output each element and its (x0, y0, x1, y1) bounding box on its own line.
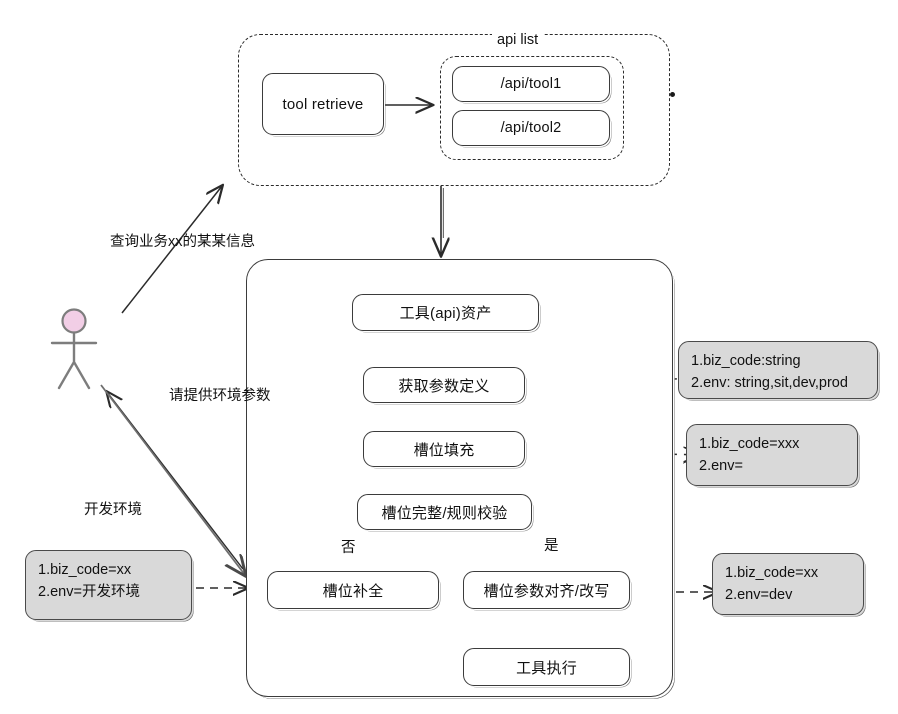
step-slot-align-rewrite[interactable]: 槽位参数对齐/改写 (463, 571, 630, 609)
step-tool-asset[interactable]: 工具(api)资产 (352, 294, 539, 331)
tool-retrieve-box[interactable]: tool retrieve (262, 73, 384, 135)
step-slot-filling[interactable]: 槽位填充 (363, 431, 525, 467)
api-item-tool1-label: /api/tool1 (500, 76, 562, 92)
slot-filling-note-line1: 1.biz_code=xxx (699, 436, 800, 452)
aligned-params-note: 1.biz_code=xx 2.env=dev (712, 553, 864, 615)
step-slot-validation[interactable]: 槽位完整/规则校验 (357, 494, 532, 530)
edge-label-query: 查询业务xx的某某信息 (110, 234, 255, 250)
param-definition-note-line2: 2.env: string,sit,dev,prod (691, 374, 848, 391)
branch-label-yes: 是 (544, 538, 559, 554)
tool-execution-panel (246, 259, 673, 697)
branch-label-no: 否 (341, 540, 356, 556)
step-tool-execution[interactable]: 工具执行 (463, 648, 630, 686)
api-item-tool1[interactable]: /api/tool1 (452, 66, 610, 102)
user-actor-icon (50, 308, 98, 390)
step-slot-completion-label: 槽位补全 (322, 582, 384, 600)
edge-label-dev-env: 开发环境 (84, 502, 142, 518)
step-get-param-def[interactable]: 获取参数定义 (363, 367, 525, 403)
step-slot-align-rewrite-label: 槽位参数对齐/改写 (483, 582, 610, 600)
aligned-params-note-line2: 2.env=dev (725, 586, 793, 603)
aligned-params-note-line1: 1.biz_code=xx (725, 565, 819, 581)
arrow-group-to-panel (441, 186, 443, 255)
api-item-tool2[interactable]: /api/tool2 (452, 110, 610, 146)
user-input-note: 1.biz_code=xx 2.env=开发环境 (25, 550, 192, 620)
api-list-box (440, 56, 624, 160)
step-slot-validation-label: 槽位完整/规则校验 (381, 504, 508, 522)
param-definition-note-line1: 1.biz_code:string (691, 353, 801, 369)
api-list-label: api list (492, 32, 544, 48)
step-slot-filling-label: 槽位填充 (413, 441, 475, 459)
slot-filling-note-line2: 2.env= (699, 457, 743, 474)
step-tool-execution-label: 工具执行 (516, 659, 577, 677)
param-definition-note: 1.biz_code:string 2.env: string,sit,dev,… (678, 341, 878, 399)
arrow-user-query (121, 186, 222, 314)
user-input-note-line2: 2.env=开发环境 (38, 583, 140, 600)
tool-retrieve-group (238, 34, 670, 186)
step-tool-asset-label: 工具(api)资产 (399, 305, 492, 322)
edge-label-ask-env: 请提供环境参数 (169, 388, 271, 404)
user-input-note-line1: 1.biz_code=xx (38, 562, 132, 578)
arrow-dev-env (100, 384, 245, 575)
api-item-tool2-label: /api/tool2 (500, 120, 562, 136)
bullet-dot-icon (670, 92, 675, 97)
step-get-param-def-label: 获取参数定义 (398, 377, 490, 395)
tool-retrieve-label: tool retrieve (282, 95, 364, 113)
slot-filling-note: 1.biz_code=xxx 2.env= (686, 424, 858, 486)
step-slot-completion[interactable]: 槽位补全 (267, 571, 439, 609)
